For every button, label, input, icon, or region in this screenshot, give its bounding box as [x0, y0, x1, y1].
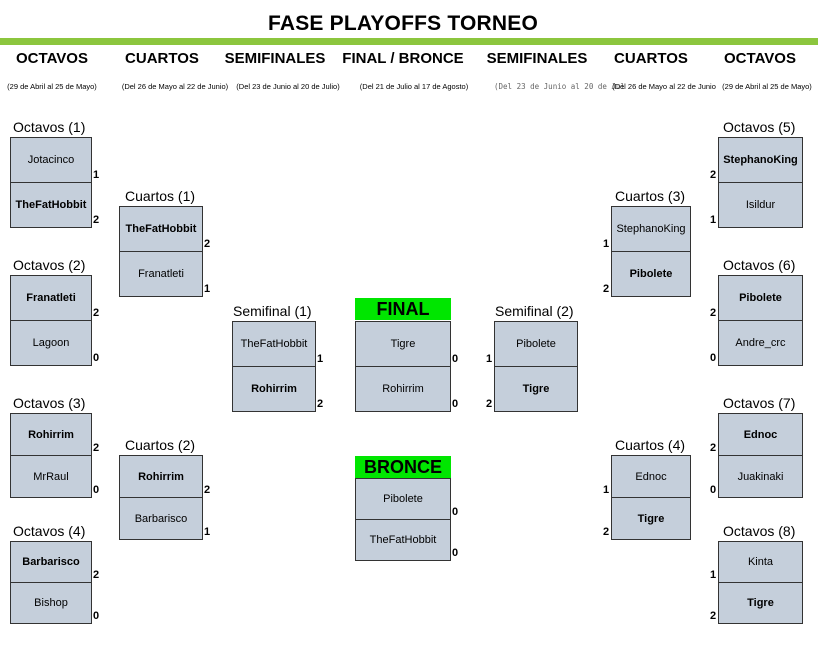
score-cuartos-4-bottom: 2 — [603, 526, 610, 538]
round-header-octavos-right: OCTAVOS — [724, 50, 796, 67]
player-slot-octavos-1-bottom: TheFatHobbit — [10, 182, 92, 228]
player-slot-octavos-3-bottom: MrRaul — [10, 455, 92, 498]
score-cuartos-4-top: 1 — [603, 484, 610, 496]
player-slot-octavos-1-top: Jotacinco — [10, 137, 92, 183]
round-header-cuartos-right: CUARTOS — [614, 50, 688, 67]
player-slot-bronce-top: Pibolete — [355, 478, 451, 520]
score-octavos-7-bottom: 0 — [710, 484, 717, 496]
round-dates-octavos-left: (29 de Abril al 25 de Mayo) — [7, 82, 97, 91]
match-label-semifinal-2: Semifinal (2) — [495, 303, 574, 319]
bronze-banner: BRONCE — [355, 456, 451, 478]
page-title: FASE PLAYOFFS TORNEO — [267, 12, 539, 35]
round-dates-cuartos-right: (Del 26 de Mayo al 22 de Junio — [612, 82, 716, 91]
player-slot-octavos-3-top: Rohirrim — [10, 413, 92, 456]
round-header-final-bronce: FINAL / BRONCE — [342, 50, 464, 67]
match-label-cuartos-3: Cuartos (3) — [615, 188, 686, 204]
match-label-cuartos-2: Cuartos (2) — [125, 437, 196, 453]
score-bronce-top: 0 — [452, 506, 459, 518]
score-semifinal-1-top: 1 — [317, 353, 324, 365]
match-label-cuartos-4: Cuartos (4) — [615, 437, 686, 453]
score-octavos-4-top: 2 — [93, 569, 100, 581]
score-semifinal-2-bottom: 2 — [486, 398, 493, 410]
score-octavos-3-top: 2 — [93, 442, 100, 454]
match-label-octavos-6: Octavos (6) — [723, 257, 796, 273]
score-semifinal-2-top: 1 — [486, 353, 493, 365]
player-slot-semifinal-1-top: TheFatHobbit — [232, 321, 316, 367]
score-cuartos-3-bottom: 2 — [603, 283, 610, 295]
player-slot-cuartos-3-bottom: Pibolete — [611, 251, 691, 297]
player-slot-semifinal-2-bottom: Tigre — [494, 366, 578, 412]
match-label-octavos-2: Octavos (2) — [13, 257, 86, 273]
score-cuartos-3-top: 1 — [603, 238, 610, 250]
round-header-cuartos-left: CUARTOS — [125, 50, 199, 67]
player-slot-octavos-2-top: Franatleti — [10, 275, 92, 321]
player-slot-cuartos-4-top: Ednoc — [611, 455, 691, 498]
match-label-octavos-8: Octavos (8) — [723, 523, 796, 539]
score-cuartos-1-bottom: 1 — [204, 283, 211, 295]
score-octavos-7-top: 2 — [710, 442, 717, 454]
score-octavos-1-top: 1 — [93, 169, 100, 181]
player-slot-cuartos-3-top: StephanoKing — [611, 206, 691, 252]
score-cuartos-1-top: 2 — [204, 238, 211, 250]
round-dates-semifinales-right: (Del 23 de Junio al 20 de Jul — [494, 82, 625, 91]
round-dates-semifinales-left: (Del 23 de Junio al 20 de Julio) — [236, 82, 340, 91]
score-octavos-8-top: 1 — [710, 569, 717, 581]
player-slot-cuartos-1-top: TheFatHobbit — [119, 206, 203, 252]
player-slot-octavos-8-top: Kinta — [718, 541, 803, 583]
player-slot-bronce-bottom: TheFatHobbit — [355, 519, 451, 561]
player-slot-cuartos-4-bottom: Tigre — [611, 497, 691, 540]
score-octavos-2-bottom: 0 — [93, 352, 100, 364]
final-banner: FINAL — [355, 298, 451, 320]
score-final-top: 0 — [452, 353, 459, 365]
player-slot-octavos-5-top: StephanoKing — [718, 137, 803, 183]
match-label-octavos-5: Octavos (5) — [723, 119, 796, 135]
player-slot-semifinal-2-top: Pibolete — [494, 321, 578, 367]
match-label-octavos-1: Octavos (1) — [13, 119, 86, 135]
round-header-octavos-left: OCTAVOS — [16, 50, 88, 67]
player-slot-cuartos-1-bottom: Franatleti — [119, 251, 203, 297]
score-octavos-1-bottom: 2 — [93, 214, 100, 226]
score-semifinal-1-bottom: 2 — [317, 398, 324, 410]
player-slot-final-bottom: Rohirrim — [355, 366, 451, 412]
player-slot-octavos-7-bottom: Juakinaki — [718, 455, 803, 498]
player-slot-semifinal-1-bottom: Rohirrim — [232, 366, 316, 412]
player-slot-cuartos-2-top: Rohirrim — [119, 455, 203, 498]
player-slot-final-top: Tigre — [355, 321, 451, 367]
player-slot-octavos-8-bottom: Tigre — [718, 582, 803, 624]
match-label-octavos-4: Octavos (4) — [13, 523, 86, 539]
match-label-semifinal-1: Semifinal (1) — [233, 303, 312, 319]
player-slot-octavos-7-top: Ednoc — [718, 413, 803, 456]
player-slot-octavos-5-bottom: Isildur — [718, 182, 803, 228]
score-octavos-2-top: 2 — [93, 307, 100, 319]
score-octavos-5-bottom: 1 — [710, 214, 717, 226]
score-octavos-4-bottom: 0 — [93, 610, 100, 622]
round-dates-octavos-right: (29 de Abril al 25 de Mayo) — [722, 82, 812, 91]
round-header-semifinales-right: SEMIFINALES — [486, 50, 588, 67]
match-label-cuartos-1: Cuartos (1) — [125, 188, 196, 204]
player-slot-octavos-4-top: Barbarisco — [10, 541, 92, 583]
player-slot-cuartos-2-bottom: Barbarisco — [119, 497, 203, 540]
round-dates-final-bronce: (Del 21 de Julio al 17 de Agosto) — [359, 82, 469, 91]
score-final-bottom: 0 — [452, 398, 459, 410]
match-label-octavos-3: Octavos (3) — [13, 395, 86, 411]
score-octavos-8-bottom: 2 — [710, 610, 717, 622]
score-bronce-bottom: 0 — [452, 547, 459, 559]
score-cuartos-2-bottom: 1 — [204, 526, 211, 538]
round-dates-cuartos-left: (Del 26 de Mayo al 22 de Junio) — [121, 82, 229, 91]
score-octavos-3-bottom: 0 — [93, 484, 100, 496]
player-slot-octavos-6-bottom: Andre_crc — [718, 320, 803, 366]
title-underline-bar — [0, 38, 818, 45]
player-slot-octavos-6-top: Pibolete — [718, 275, 803, 321]
player-slot-octavos-4-bottom: Bishop — [10, 582, 92, 624]
round-header-semifinales-left: SEMIFINALES — [224, 50, 326, 67]
score-octavos-5-top: 2 — [710, 169, 717, 181]
score-octavos-6-top: 2 — [710, 307, 717, 319]
match-label-octavos-7: Octavos (7) — [723, 395, 796, 411]
player-slot-octavos-2-bottom: Lagoon — [10, 320, 92, 366]
score-octavos-6-bottom: 0 — [710, 352, 717, 364]
score-cuartos-2-top: 2 — [204, 484, 211, 496]
